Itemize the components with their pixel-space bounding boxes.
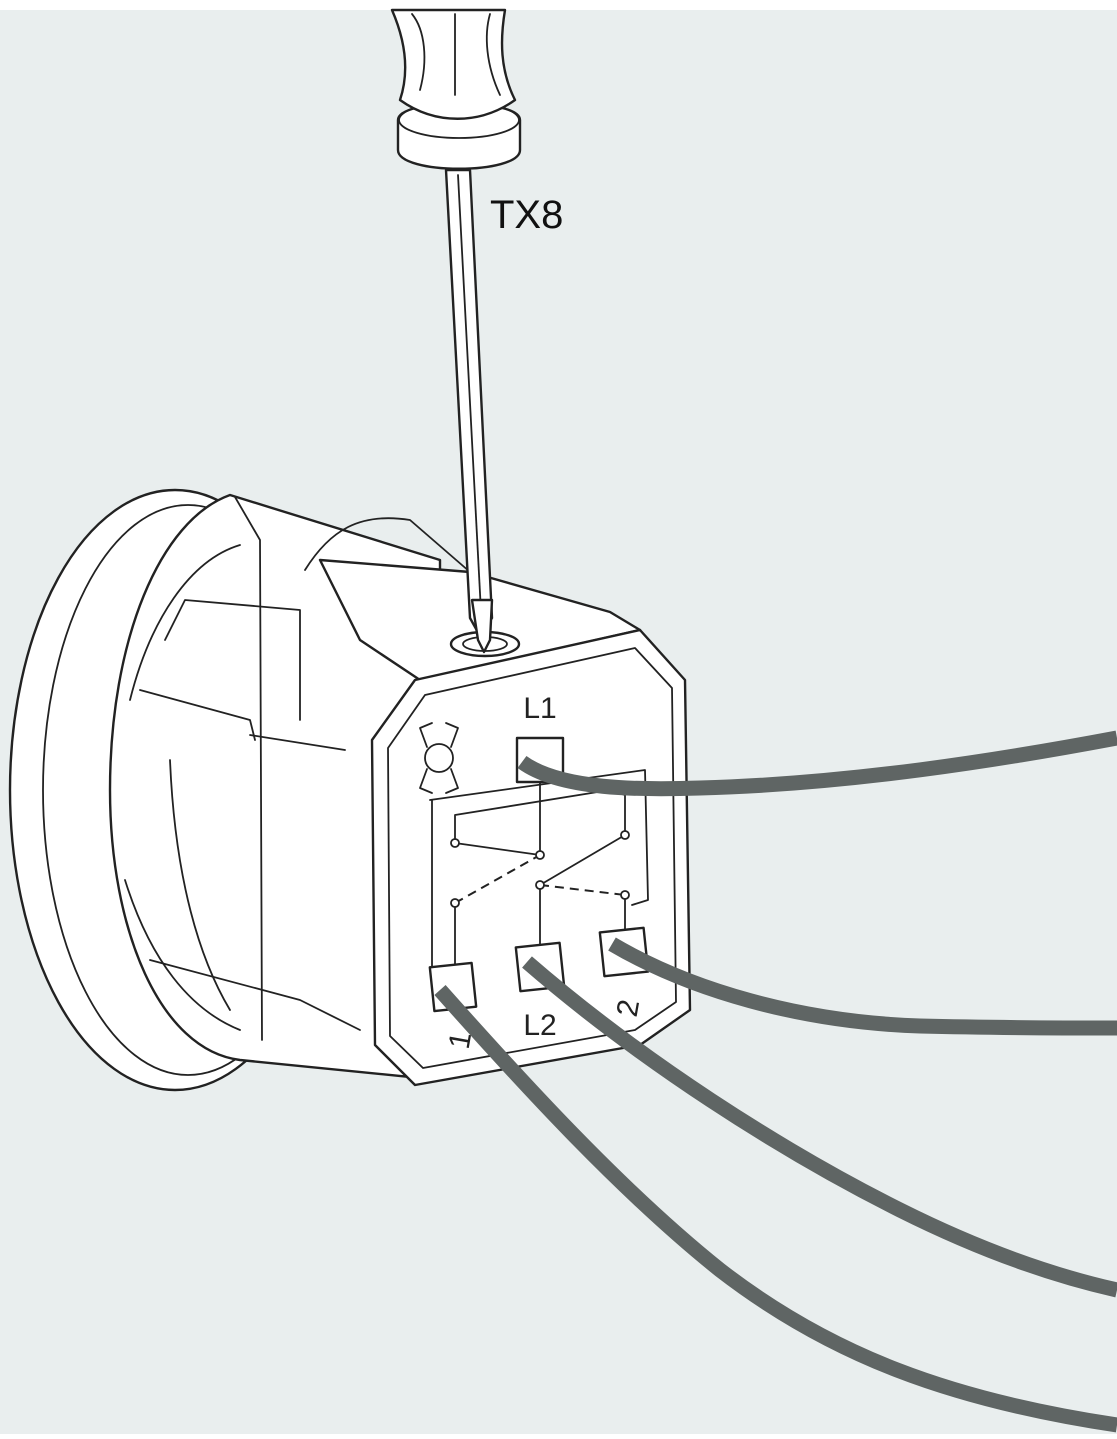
wire-2 [608,937,1117,1036]
housing-segment-2 [139,689,256,741]
tool-size-label: TX8 [490,193,563,237]
housing-rib [249,734,346,751]
contact-point [620,830,630,840]
screwdriver-handle [390,8,517,120]
screwdriver-shaft-highlight [457,174,482,613]
contact-schematic [429,769,649,986]
terminal-label-l1: L1 [523,692,556,725]
terminal-block-top-curve [304,517,471,573]
terminal-label-l2: L2 [523,1009,556,1042]
wires [434,730,1117,1433]
screwdriver: TX8 [390,8,563,654]
lamp-symbol-icon [419,722,459,794]
housing-cylinder [108,493,442,1082]
terminal-block-bevel [387,647,677,1069]
housing-edge [234,496,263,1041]
housing-curve-top [129,544,241,701]
wire-l2 [522,956,1117,1298]
schematic-link-b [539,834,626,886]
screwdriver-tip [470,598,494,654]
contact-point [535,880,545,890]
contact-point [450,838,460,848]
screwdriver-handle-groove [485,13,501,96]
contact-point [535,850,545,860]
schematic-frame [429,769,649,906]
schematic-link-a [454,842,541,856]
housing-curve-mid [169,759,231,1011]
switch-insert: L1 1 L2 2 [8,488,692,1092]
housing-rib-lower [149,959,361,1031]
wire-l1 [517,730,1117,797]
terminal-label-2: 2 [611,997,646,1019]
screwdriver-handle-groove [411,13,426,91]
contact-point [620,890,630,900]
housing-segment-1 [164,599,301,721]
schematic-contact-open-1 [454,854,541,904]
housing-curve-bottom [124,879,241,1031]
terminal-label-1: 1 [443,1029,478,1051]
wire-1 [434,985,1117,1433]
contact-point [450,898,460,908]
